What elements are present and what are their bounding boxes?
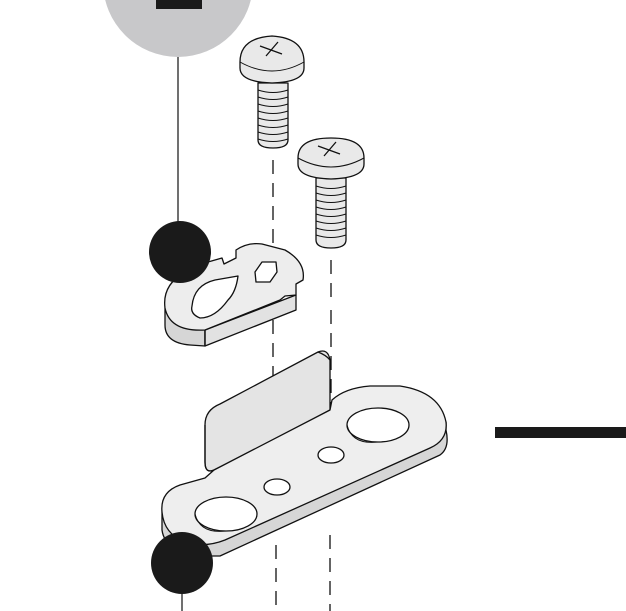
divider-bar <box>495 427 626 438</box>
badge-square-icon <box>156 0 202 9</box>
plate-hole-small <box>317 446 345 464</box>
callout-badge-gray <box>105 0 251 232</box>
callout-dot-plate <box>151 532 213 611</box>
screw <box>239 35 305 149</box>
mounting-plate <box>161 350 448 557</box>
plate-hole-small <box>263 478 291 496</box>
callout-dot-clip <box>149 221 211 283</box>
cam-clip <box>164 242 305 347</box>
plate-hole-large <box>194 496 258 532</box>
plate-hole-large <box>346 407 410 443</box>
screw <box>297 137 365 249</box>
